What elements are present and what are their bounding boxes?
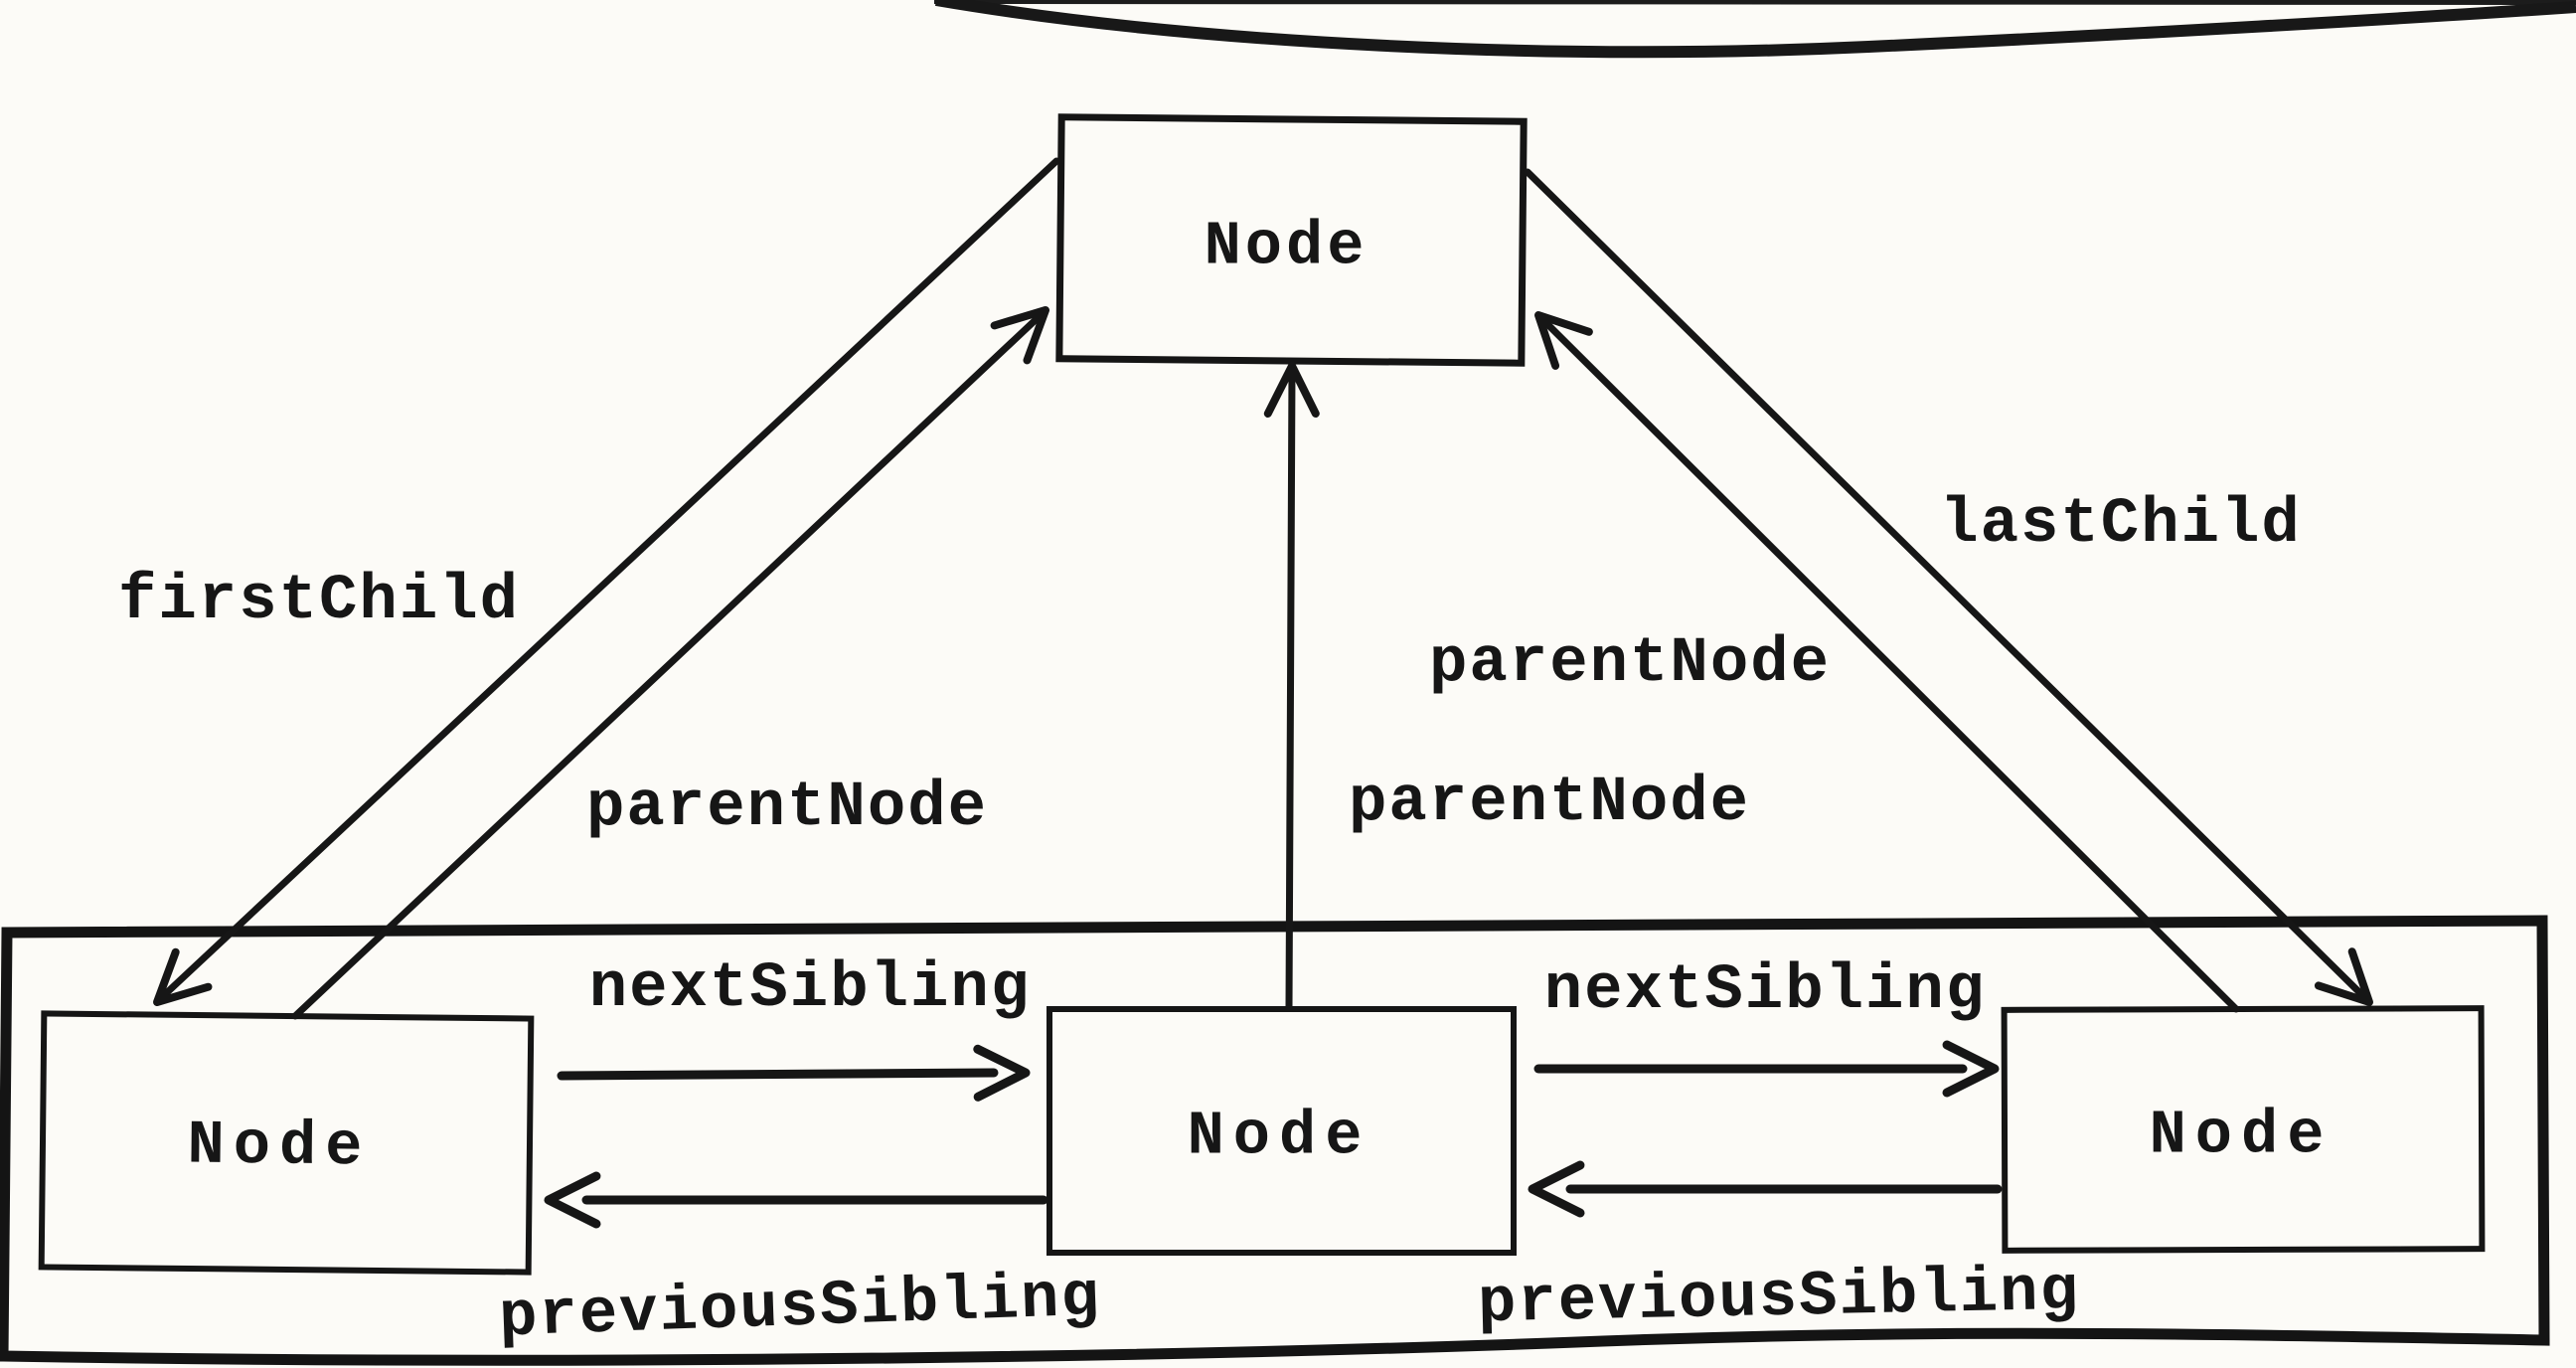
parent-node-label-right: parentNode <box>1428 628 1832 700</box>
page-top-edge-line <box>933 0 2576 5</box>
children-container-box <box>0 915 2550 1366</box>
next-sibling-arrow-right <box>1533 1040 2000 1098</box>
last-child-node-box <box>2001 1005 2486 1254</box>
parent-node-arrow-from-last <box>1534 311 2240 1013</box>
parent-node-label: Node <box>1204 211 1368 282</box>
next-sibling-arrow-left <box>557 1044 1031 1102</box>
last-child-node-label: Node <box>2149 1100 2334 1171</box>
parent-node-box <box>1055 113 1528 367</box>
middle-child-node-box <box>1046 1006 1517 1256</box>
first-child-node-label: Node <box>187 1110 372 1183</box>
first-child-arrow <box>153 157 1060 1006</box>
next-sibling-label-right: nextSibling <box>1543 955 1987 1027</box>
parent-node-arrow-from-middle <box>1263 362 1320 1011</box>
page-top-curve <box>934 0 2576 59</box>
parent-node-label-middle: parentNode <box>1348 768 1751 839</box>
first-child-label: firstChild <box>117 566 521 637</box>
last-child-label: lastChild <box>1940 489 2302 561</box>
previous-sibling-arrow-right <box>1528 1160 2003 1218</box>
previous-sibling-arrow-left <box>544 1171 1048 1229</box>
parent-node-arrow-from-first <box>291 306 1049 1020</box>
next-sibling-label-left: nextSibling <box>588 953 1032 1025</box>
last-child-arrow <box>1524 168 2373 1006</box>
middle-child-node-label: Node <box>1187 1101 1371 1172</box>
first-child-node-box <box>38 1010 535 1276</box>
parent-node-label-left: parentNode <box>585 772 989 844</box>
previous-sibling-label-right: previousSibling <box>1477 1256 2081 1341</box>
